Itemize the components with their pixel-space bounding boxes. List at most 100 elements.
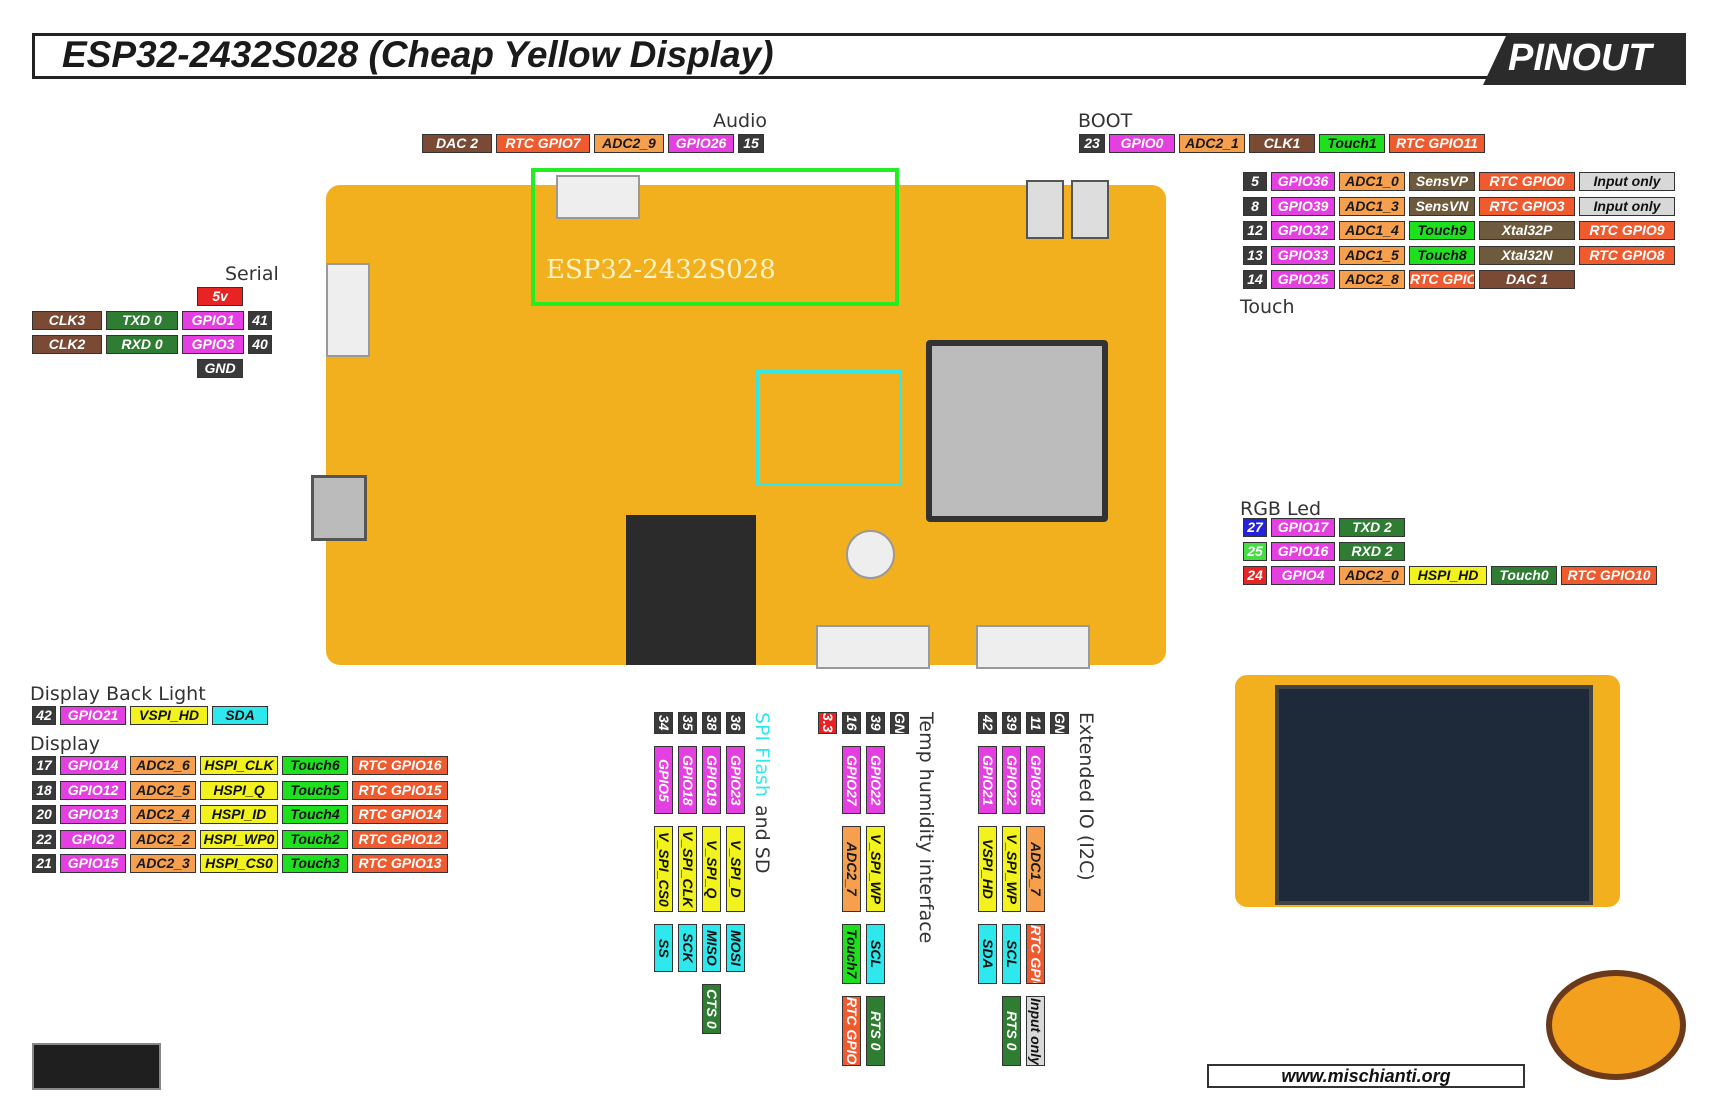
display-row-2-cell-5: RTC GPIO14 bbox=[352, 805, 448, 824]
display-section-label: Display bbox=[30, 733, 101, 755]
touch-row-1-cell-4: RTC GPIO3 bbox=[1479, 196, 1575, 216]
boot-clk: CLK1 bbox=[1249, 134, 1315, 153]
sd_cols-col-3-cell-0: 36 bbox=[726, 712, 745, 734]
display-row-4-cell-5: RTC GPIO13 bbox=[352, 854, 448, 873]
touch-row-4-cell-1: GPIO25 bbox=[1271, 270, 1335, 289]
display-row-1-cell-3: HSPI_Q bbox=[200, 780, 278, 800]
touch-row-0-cell-0: 5 bbox=[1243, 172, 1267, 191]
temp_cols-col-0-cell-0: 3.3v bbox=[818, 712, 837, 734]
display-row-2-cell-3: HSPI_ID bbox=[200, 805, 278, 824]
serial-pin41: 41 bbox=[248, 311, 272, 330]
rgb-row-2-cell-2: ADC2_0 bbox=[1339, 566, 1405, 585]
sd_cols-col-2-cell-3: MISO bbox=[702, 924, 721, 972]
display-row-2-cell-1: GPIO13 bbox=[60, 805, 126, 824]
rgb-row-2-cell-3: HSPI_HD bbox=[1409, 566, 1487, 585]
touch-row-2-cell-1: GPIO32 bbox=[1271, 221, 1335, 240]
temp_cols-col-1-cell-4: RTC GPIO17 bbox=[842, 996, 861, 1066]
temp_cols-col-1-cell-0: 16 bbox=[842, 712, 861, 734]
pinout-badge bbox=[1483, 33, 1686, 85]
display-row-2-cell-4: Touch4 bbox=[282, 805, 348, 824]
touch-row-1-cell-0: 8 bbox=[1243, 196, 1267, 216]
temp_cols-col-1-cell-3: Touch7 bbox=[842, 924, 861, 984]
sd_cols-col-2-cell-0: 38 bbox=[702, 712, 721, 734]
ext_cols-col-2-cell-3: RTC GPIO5 bbox=[1026, 924, 1045, 984]
backlight-cell-0: 42 bbox=[32, 706, 56, 725]
sd_cols-col-3-cell-1: GPIO23 bbox=[726, 746, 745, 814]
touch-row-4-cell-0: 14 bbox=[1243, 270, 1267, 289]
touch-row-1-cell-5: Input only bbox=[1579, 196, 1675, 216]
rgb-row-2-cell-4: Touch0 bbox=[1491, 566, 1557, 585]
footer-url: www.mischianti.org bbox=[1207, 1064, 1525, 1088]
sd_cols-col-1-cell-3: SCK bbox=[678, 924, 697, 972]
boot-adc: ADC2_1 bbox=[1179, 134, 1245, 153]
license-badge bbox=[32, 1043, 161, 1090]
display-screen bbox=[1275, 685, 1593, 905]
ext_cols-col-1-cell-0: 39 bbox=[1002, 712, 1021, 734]
touch-row-2-cell-4: Xtal32P bbox=[1479, 221, 1575, 240]
chip-highlight-box bbox=[756, 370, 902, 486]
touch-row-3-cell-5: RTC GPIO8 bbox=[1579, 245, 1675, 265]
touch-row-0-cell-4: RTC GPIO0 bbox=[1479, 172, 1575, 191]
touch-row-3-cell-2: ADC1_5 bbox=[1339, 245, 1405, 265]
serial-gnd: GND bbox=[197, 359, 243, 378]
display-row-1-cell-5: RTC GPIO15 bbox=[352, 780, 448, 800]
spi-flash-label: SPI Flash bbox=[751, 712, 773, 797]
backlight-section-label: Display Back Light bbox=[30, 683, 206, 705]
boot-touch: Touch1 bbox=[1319, 134, 1385, 153]
ext_cols-col-1-cell-2: V_SPI_WP bbox=[1002, 826, 1021, 912]
display-row-4-cell-2: ADC2_3 bbox=[130, 854, 196, 873]
touch-row-3-cell-3: Touch8 bbox=[1409, 245, 1475, 265]
boot-rtc: RTC GPIO11 bbox=[1389, 134, 1485, 153]
sd_cols-col-0-cell-0: 34 bbox=[654, 712, 673, 734]
touch-row-1-cell-2: ADC1_3 bbox=[1339, 196, 1405, 216]
ext_cols-col-1-cell-3: SCL bbox=[1002, 924, 1021, 984]
ext_cols-col-2-cell-0: 11 bbox=[1026, 712, 1045, 734]
boot-button bbox=[1026, 180, 1064, 239]
spi-sd-label: and SD bbox=[751, 805, 773, 874]
sd_cols-col-1-cell-0: 35 bbox=[678, 712, 697, 734]
audio-connector bbox=[556, 175, 640, 219]
sd_cols-col-1-cell-1: GPIO18 bbox=[678, 746, 697, 814]
sd_cols-col-2-cell-1: GPIO19 bbox=[702, 746, 721, 814]
display-row-2-cell-0: 20 bbox=[32, 805, 56, 824]
rgb-row-0-cell-2: TXD 2 bbox=[1339, 518, 1405, 537]
ext_cols-col-3-cell-0: GND bbox=[1050, 712, 1069, 734]
sd_cols-col-0-cell-3: SS bbox=[654, 924, 673, 972]
touch-row-0-cell-5: Input only bbox=[1579, 172, 1675, 191]
serial-section-label: Serial bbox=[225, 263, 279, 285]
display-row-0-cell-4: Touch6 bbox=[282, 756, 348, 775]
touch-row-0-cell-1: GPIO36 bbox=[1271, 172, 1335, 191]
touch-row-4-cell-4: DAC 1 bbox=[1479, 270, 1575, 289]
temp-section-label: Temp humidity interface bbox=[915, 712, 937, 944]
boot-pin: 23 bbox=[1079, 134, 1105, 153]
display-row-3-cell-1: GPIO2 bbox=[60, 829, 126, 849]
audio-rtc: RTC GPIO7 bbox=[496, 134, 590, 153]
title-bar bbox=[32, 33, 1540, 79]
serial-clk2: CLK2 bbox=[32, 335, 102, 354]
esp32-module bbox=[926, 340, 1108, 522]
boot-section-label: BOOT bbox=[1078, 110, 1133, 132]
rgb-section-label: RGB Led bbox=[1240, 498, 1322, 520]
touch-row-2-cell-2: ADC1_4 bbox=[1339, 221, 1405, 240]
sd_cols-col-0-cell-1: GPIO5 bbox=[654, 746, 673, 814]
backlight-cell-2: VSPI_HD bbox=[130, 706, 208, 725]
temp-connector bbox=[816, 625, 930, 669]
touch-row-3-cell-4: Xtal32N bbox=[1479, 245, 1575, 265]
serial-connector bbox=[326, 263, 370, 357]
display-row-2-cell-2: ADC2_4 bbox=[130, 805, 196, 824]
pinout-badge-label: PINOUT bbox=[1508, 37, 1652, 79]
display-row-3-cell-2: ADC2_2 bbox=[130, 829, 196, 849]
touch-row-2-cell-3: Touch9 bbox=[1409, 221, 1475, 240]
audio-dac: DAC 2 bbox=[422, 134, 492, 153]
sd-card-slot bbox=[626, 515, 756, 665]
backlight-cell-3: SDA bbox=[212, 706, 268, 725]
serial-5v: 5v bbox=[197, 287, 243, 306]
audio-pin: 15 bbox=[738, 134, 764, 153]
ext_cols-col-0-cell-3: SDA bbox=[978, 924, 997, 984]
rgb-row-2-cell-1: GPIO4 bbox=[1271, 566, 1335, 585]
display-row-4-cell-1: GPIO15 bbox=[60, 854, 126, 873]
bee-logo bbox=[1546, 970, 1686, 1080]
rgb-row-1-cell-2: RXD 2 bbox=[1339, 542, 1405, 561]
display-row-3-cell-0: 22 bbox=[32, 829, 56, 849]
display-row-4-cell-4: Touch3 bbox=[282, 854, 348, 873]
